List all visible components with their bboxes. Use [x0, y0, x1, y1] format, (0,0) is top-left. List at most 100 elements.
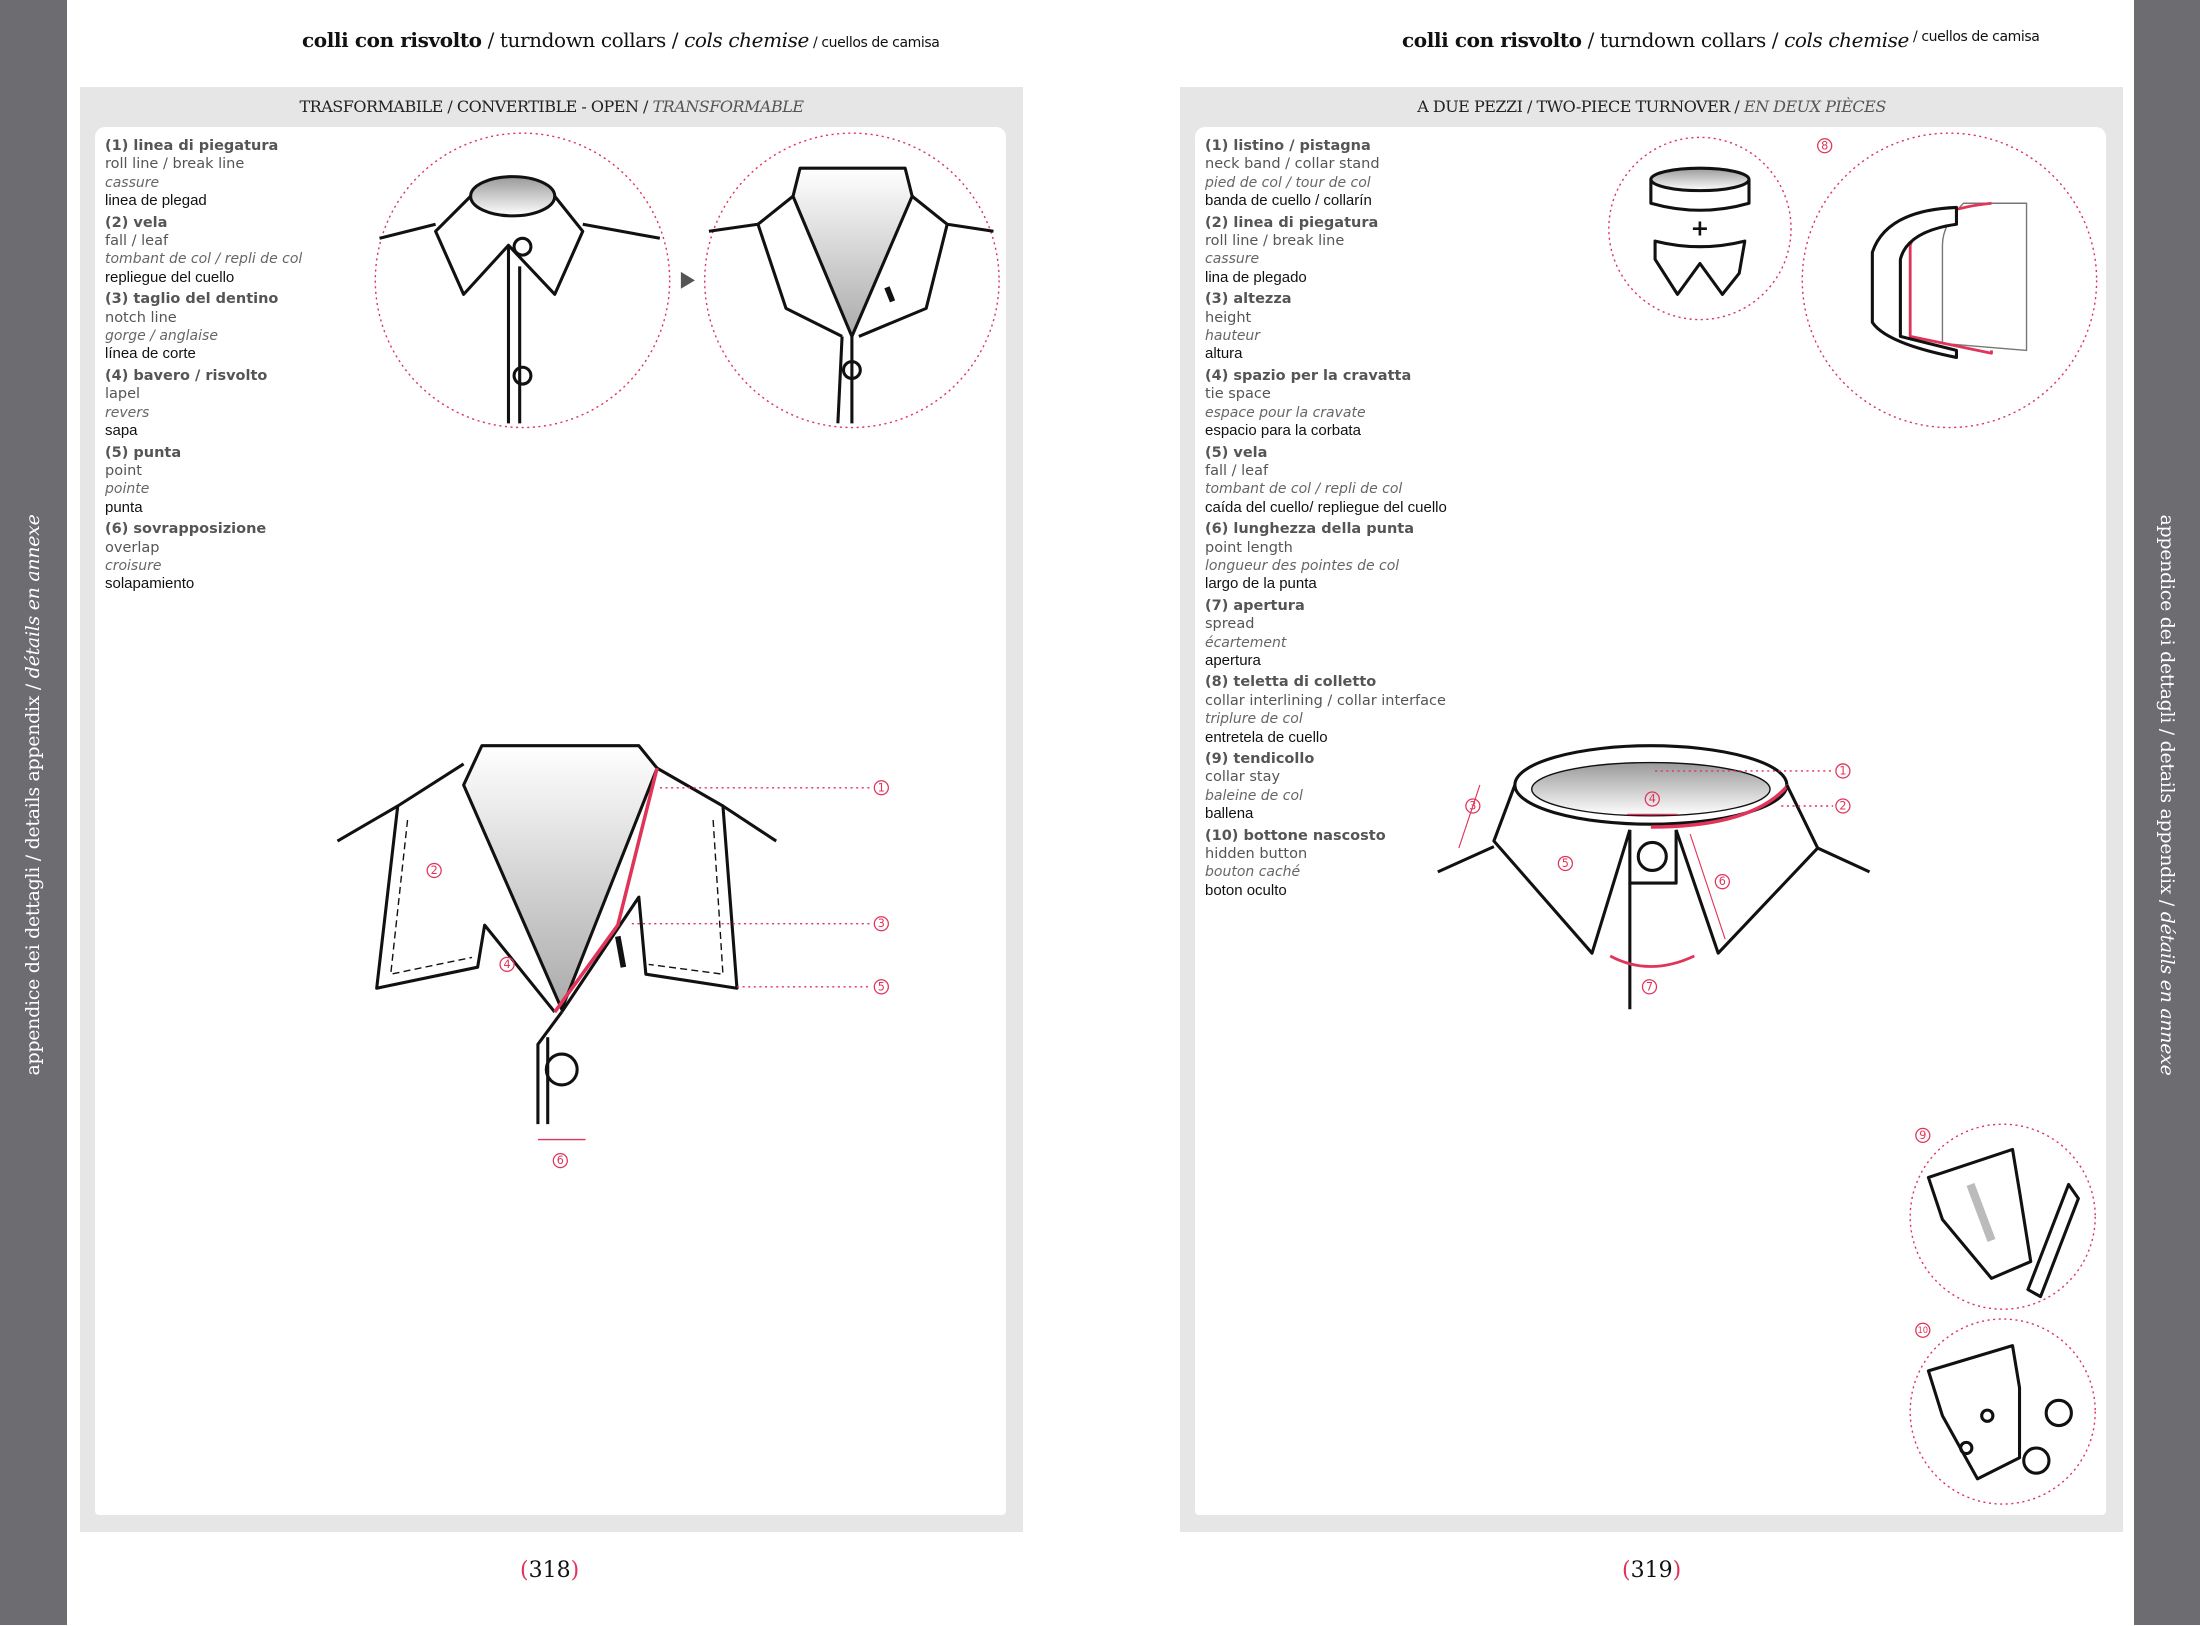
- term-it: (5) vela: [1205, 444, 1268, 461]
- term-en: lapel: [105, 386, 141, 403]
- panel-two-piece-collar: A DUE PEZZI / TWO-PIECE TURNOVER / EN DE…: [1180, 87, 2123, 1532]
- terms-legend: (1) linea di piegatura roll line / break …: [105, 137, 302, 597]
- term-fr: cassure: [1205, 251, 1260, 268]
- term-en: point: [105, 462, 142, 479]
- term-es: repliegue del cuello: [105, 268, 235, 286]
- term-en: collar interlining / collar interface: [1205, 692, 1446, 709]
- term-en: tie space: [1205, 386, 1271, 403]
- term-it: (7) apertura: [1205, 597, 1305, 614]
- term-en: spread: [1205, 616, 1255, 633]
- term-en: roll line / break line: [105, 156, 245, 173]
- term-it: (1) linea di piegatura: [105, 138, 279, 154]
- page-number-value: 319: [1630, 1558, 1673, 1583]
- term-es: lina de plegado: [1205, 268, 1307, 286]
- term-en: notch line: [105, 309, 177, 326]
- term-es: sapa: [105, 422, 138, 440]
- page-number-right: (319): [1622, 1558, 1681, 1583]
- panel-content: (1) linea di piegatura roll line / break …: [95, 127, 1006, 1515]
- term-fr: longueur des pointes de col: [1205, 557, 1400, 574]
- term-it: (2) vela: [105, 214, 168, 231]
- term-fr: triplure de col: [1205, 711, 1303, 728]
- header-en: / turndown collars /: [481, 28, 685, 52]
- section-label: appendice dei dettagli / details appendi…: [2156, 514, 2178, 1075]
- term-en: hidden button: [1205, 846, 1308, 863]
- term-fr: baleine de col: [1205, 787, 1303, 804]
- header-fr: cols chemise: [684, 28, 809, 52]
- term-it: (6) lunghezza della punta: [1205, 521, 1414, 538]
- page-number-left: (318): [520, 1558, 579, 1583]
- term-en: point length: [1205, 539, 1293, 556]
- term-it: (5) punta: [105, 444, 182, 461]
- term-fr: hauteur: [1205, 328, 1261, 345]
- term-es: solapamiento: [105, 575, 195, 593]
- term-it: (3) altezza: [1205, 291, 1292, 308]
- term-fr: bouton caché: [1205, 864, 1301, 881]
- term-en: overlap: [105, 539, 160, 556]
- term-es: boton oculto: [1205, 881, 1287, 899]
- term-es: altura: [1205, 345, 1243, 363]
- term-es: espacio para la corbata: [1205, 422, 1361, 440]
- term-fr: gorge / anglaise: [105, 328, 218, 345]
- term-es: línea de corte: [105, 345, 196, 363]
- header-es: / cuellos de camisa: [808, 35, 940, 51]
- term-fr: tombant de col / repli de col: [105, 251, 303, 268]
- term-it: (9) tendicollo: [1205, 751, 1315, 767]
- term-es: entretela de cuello: [1205, 728, 1328, 746]
- term-en: fall / leaf: [1205, 462, 1269, 479]
- term-fr: tombant de col / repli de col: [1205, 481, 1403, 498]
- header-it: colli con risvolto: [302, 28, 482, 52]
- header-es: / cuellos de camisa: [1908, 29, 2040, 45]
- section-label-regular: appendice dei dettagli / details appendi…: [22, 678, 44, 1076]
- paren-open: (: [520, 1558, 529, 1583]
- term-it: (10) bottone nascosto: [1205, 827, 1386, 844]
- sidebar-right: appendice dei dettagli / details appendi…: [2134, 0, 2200, 1625]
- term-en: fall / leaf: [105, 233, 169, 250]
- term-es: linea de plegad: [105, 192, 207, 210]
- term-it: (6) sovrapposizione: [105, 521, 267, 538]
- term-fr: pointe: [105, 481, 150, 498]
- term-en: neck band / collar stand: [1205, 156, 1380, 173]
- paren-close: ): [570, 1558, 580, 1583]
- panel-title-italic: EN DEUX PIÈCES: [1743, 97, 1886, 116]
- term-it: (4) bavero / risvolto: [105, 367, 268, 384]
- sidebar-left: appendice dei dettagli / details appendi…: [0, 0, 67, 1625]
- section-label-italic: détails en annexe: [22, 514, 44, 679]
- section-label-regular: appendice dei dettagli / details appendi…: [2156, 514, 2178, 912]
- term-fr: écartement: [1205, 634, 1287, 651]
- page-number-value: 318: [528, 1558, 571, 1583]
- term-fr: revers: [105, 404, 150, 421]
- panel-title: TRASFORMABILE / CONVERTIBLE - OPEN / TRA…: [80, 97, 1023, 116]
- term-it: (4) spazio per la cravatta: [1205, 367, 1412, 384]
- term-es: ballena: [1205, 805, 1254, 823]
- term-it: (3) taglio del dentino: [105, 291, 279, 308]
- panel-title-text: A DUE PEZZI / TWO-PIECE TURNOVER /: [1417, 97, 1744, 116]
- term-fr: pied de col / tour de col: [1205, 174, 1371, 191]
- term-it: (8) teletta di colletto: [1205, 674, 1377, 691]
- panel-title: A DUE PEZZI / TWO-PIECE TURNOVER / EN DE…: [1180, 97, 2123, 116]
- panel-convertible-collar: TRASFORMABILE / CONVERTIBLE - OPEN / TRA…: [80, 87, 1023, 1532]
- term-fr: croisure: [105, 557, 162, 574]
- term-entry: (4) spazio per la cravatta tie space espac…: [1205, 367, 1447, 441]
- paren-close: ): [1672, 1558, 1682, 1583]
- panel-title-italic: TRANSFORMABLE: [652, 97, 805, 116]
- header-en: / turndown collars /: [1581, 28, 1785, 52]
- term-en: height: [1205, 309, 1252, 326]
- panel-title-text: TRASFORMABILE / CONVERTIBLE - OPEN /: [299, 97, 653, 116]
- term-es: largo de la punta: [1205, 575, 1317, 593]
- term-es: caída del cuello/ repliegue del cuello: [1205, 498, 1447, 516]
- term-fr: cassure: [105, 174, 160, 191]
